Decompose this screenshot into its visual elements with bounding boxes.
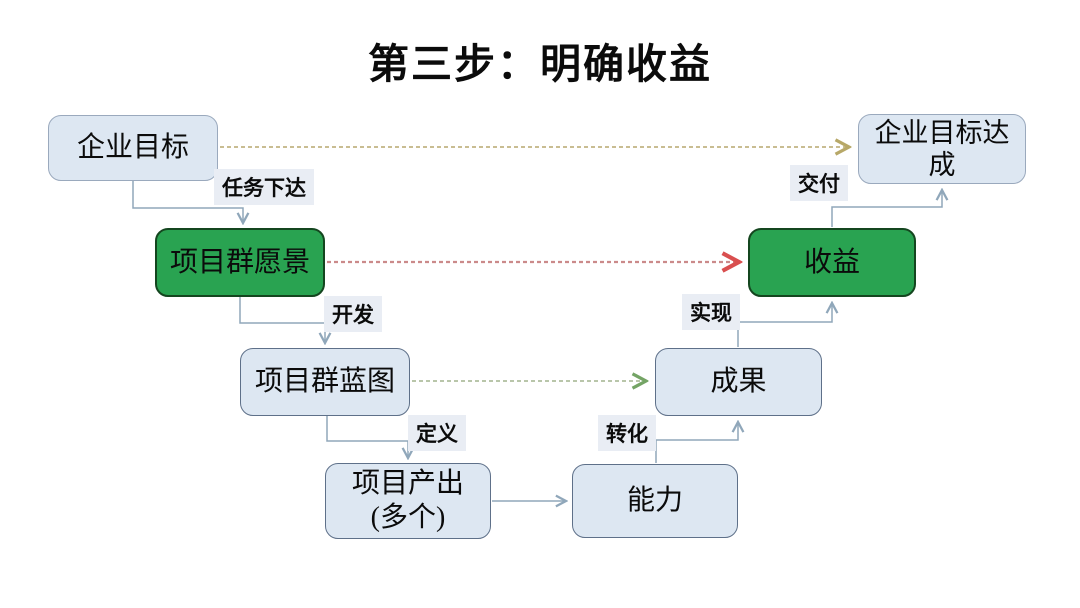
edge-label-develop: 开发 [324, 296, 382, 332]
node-capability: 能力 [572, 464, 738, 538]
node-program-blueprint: 项目群蓝图 [240, 348, 410, 416]
node-program-vision-label: 项目群愿景 [169, 246, 310, 278]
edge-label-transform: 转化 [598, 415, 656, 451]
node-goal-achieved-label: 企业目标达成 [874, 117, 1010, 180]
node-goal-achieved: 企业目标达成 [858, 114, 1026, 184]
page-title: 第三步：明确收益 [368, 41, 712, 87]
node-program-vision: 项目群愿景 [155, 228, 325, 297]
connector-blueprint-to-output [326, 416, 408, 458]
connector-benefit-to-achieved [831, 190, 942, 227]
node-outcome: 成果 [655, 348, 822, 416]
edge-label-realize: 实现 [682, 294, 740, 330]
node-enterprise-goal: 企业目标 [48, 115, 218, 181]
connector-outcome-to-benefit [737, 303, 832, 347]
node-benefit-label: 收益 [803, 246, 860, 278]
node-outcome-label: 成果 [710, 366, 767, 398]
connector-vision-to-blueprint [239, 297, 325, 343]
connector-goal-to-vision [132, 181, 243, 223]
connector-capability-to-outcome [655, 422, 738, 463]
node-capability-label: 能力 [626, 485, 683, 517]
edge-label-define: 定义 [408, 415, 466, 451]
edge-label-task-assignment: 任务下达 [214, 169, 314, 205]
node-project-output-sublabel: (多个) [370, 502, 446, 533]
node-program-blueprint-label: 项目群蓝图 [254, 366, 395, 398]
edge-label-deliver: 交付 [790, 165, 848, 201]
node-project-output-label: 项目产出 [351, 468, 464, 500]
node-enterprise-goal-label: 企业目标 [76, 132, 189, 164]
node-benefit: 收益 [748, 228, 916, 297]
node-project-output: 项目产出 (多个) [325, 463, 491, 539]
